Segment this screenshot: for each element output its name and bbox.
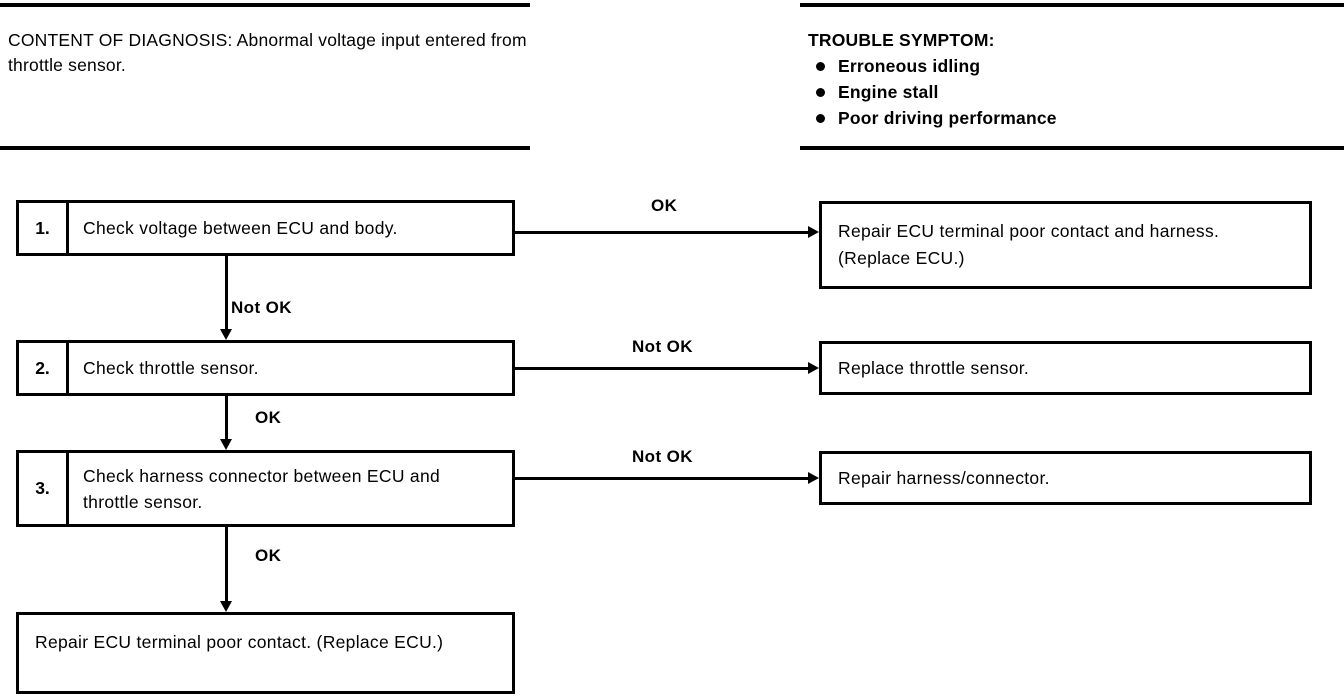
flow-result-2-box[interactable]: Replace throttle sensor. [819, 341, 1312, 395]
content-of-diagnosis-block: CONTENT OF DIAGNOSIS: Abnormal voltage i… [8, 28, 528, 78]
edge-label-step2-ok: OK [255, 408, 282, 427]
flow-step-2-box[interactable]: 2. Check throttle sensor. [16, 340, 515, 396]
step-2-number: 2. [19, 343, 69, 393]
step-1-label: Check voltage between ECU and body. [83, 218, 398, 238]
content-of-diagnosis-text: CONTENT OF DIAGNOSIS: Abnormal voltage i… [8, 30, 527, 75]
list-item: Poor driving performance [808, 105, 1338, 131]
arrow-right-icon [808, 472, 819, 484]
arrow-right-icon [808, 226, 819, 238]
final-label: Repair ECU terminal poor contact. (Repla… [35, 632, 444, 652]
arrow-down-icon [220, 601, 232, 612]
connector-step1-to-result1 [515, 231, 811, 234]
step-3-label: Check harness connector between ECU and … [83, 465, 441, 512]
arrow-down-icon [220, 329, 232, 340]
connector-step2-to-result2 [515, 367, 811, 370]
trouble-symptom-title: TROUBLE SYMPTOM: [808, 30, 995, 50]
edge-label-step1-not-ok: Not OK [231, 298, 292, 317]
result-2-label: Replace throttle sensor. [838, 357, 1030, 378]
trouble-symptom-block: TROUBLE SYMPTOM: Erroneous idling Engine… [808, 28, 1338, 131]
arrow-right-icon [808, 362, 819, 374]
bullet-icon [816, 88, 825, 97]
header-rule-right-top [800, 3, 1344, 7]
bullet-icon [816, 62, 825, 71]
trouble-symptom-list: Erroneous idling Engine stall Poor drivi… [808, 53, 1338, 131]
header-rule-left-bottom [0, 146, 530, 150]
flow-final-box[interactable]: Repair ECU terminal poor contact. (Repla… [16, 612, 515, 694]
step-3-number: 3. [19, 453, 69, 524]
trouble-symptom-item-label: Poor driving performance [838, 108, 1057, 128]
arrow-down-icon [220, 439, 232, 450]
result-3-label: Repair harness/connector. [838, 467, 1050, 488]
step-1-number: 1. [19, 203, 69, 253]
edge-label-step3-ok: OK [255, 546, 282, 565]
bullet-icon [816, 114, 825, 123]
flow-step-1-box[interactable]: 1. Check voltage between ECU and body. [16, 200, 515, 256]
list-item: Erroneous idling [808, 53, 1338, 79]
header-rule-left-top [0, 3, 530, 7]
connector-step2-to-step3 [225, 396, 228, 442]
edge-label-step1-ok: OK [651, 196, 678, 215]
list-item: Engine stall [808, 79, 1338, 105]
step-2-label: Check throttle sensor. [83, 358, 259, 378]
trouble-symptom-item-label: Erroneous idling [838, 56, 981, 76]
result-1-label: Repair ECU terminal poor contact and har… [838, 221, 1220, 268]
edge-label-step3-not-ok: Not OK [632, 447, 693, 466]
connector-step3-to-result3 [515, 477, 811, 480]
flow-step-3-box[interactable]: 3. Check harness connector between ECU a… [16, 450, 515, 527]
flow-result-1-box[interactable]: Repair ECU terminal poor contact and har… [819, 201, 1312, 289]
connector-step3-to-final [225, 527, 228, 604]
trouble-symptom-item-label: Engine stall [838, 82, 939, 102]
flow-result-3-box[interactable]: Repair harness/connector. [819, 451, 1312, 505]
header-rule-right-bottom [800, 146, 1344, 150]
connector-step1-to-step2 [225, 256, 228, 332]
edge-label-step2-not-ok: Not OK [632, 337, 693, 356]
